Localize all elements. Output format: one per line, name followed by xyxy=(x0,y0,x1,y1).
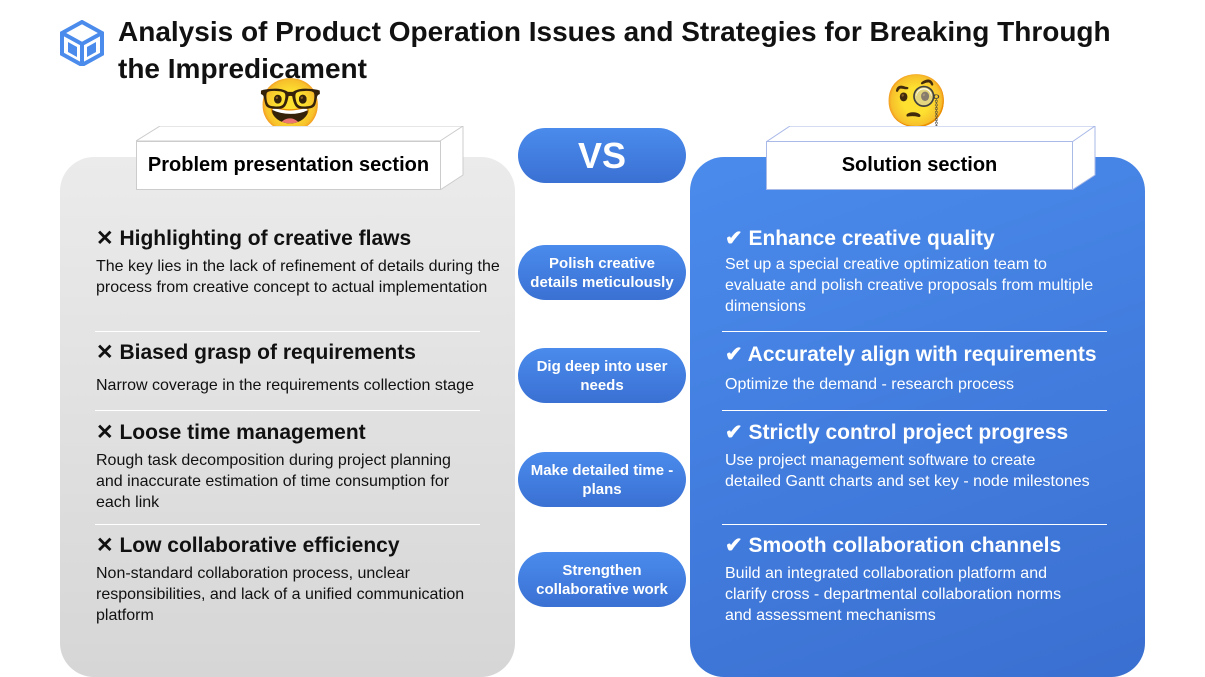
check-icon: ✔ xyxy=(725,227,743,250)
page-title: Analysis of Product Operation Issues and… xyxy=(118,16,1111,84)
cross-icon: ✕ xyxy=(96,341,114,364)
divider xyxy=(95,331,480,332)
check-icon: ✔ xyxy=(725,534,743,557)
solution-panel xyxy=(690,157,1145,677)
bridge-pill: Make detailed time - plans xyxy=(518,452,686,507)
thinking-nerd-emoji-icon: 🤓 xyxy=(258,77,323,135)
divider xyxy=(722,410,1107,411)
divider xyxy=(95,524,480,525)
check-icon: ✔ xyxy=(725,421,743,444)
divider xyxy=(722,524,1107,525)
cube-logo-icon xyxy=(60,20,104,66)
vs-badge: VS xyxy=(518,128,686,183)
bridge-pill: Strengthen collaborative work xyxy=(518,552,686,607)
check-icon: ✔ xyxy=(725,343,743,366)
cross-icon: ✕ xyxy=(96,534,114,557)
cross-icon: ✕ xyxy=(96,227,114,250)
problem-section-header: Problem presentation section xyxy=(136,126,464,190)
bridge-pill: Dig deep into user needs xyxy=(518,348,686,403)
cross-icon: ✕ xyxy=(96,421,114,444)
divider xyxy=(95,410,480,411)
problem-panel xyxy=(60,157,515,677)
divider xyxy=(722,331,1107,332)
bridge-pill: Polish creative details meticulously xyxy=(518,245,686,300)
magnifier-emoji-icon: 🧐 xyxy=(884,73,949,131)
solution-section-header: Solution section xyxy=(766,126,1096,190)
